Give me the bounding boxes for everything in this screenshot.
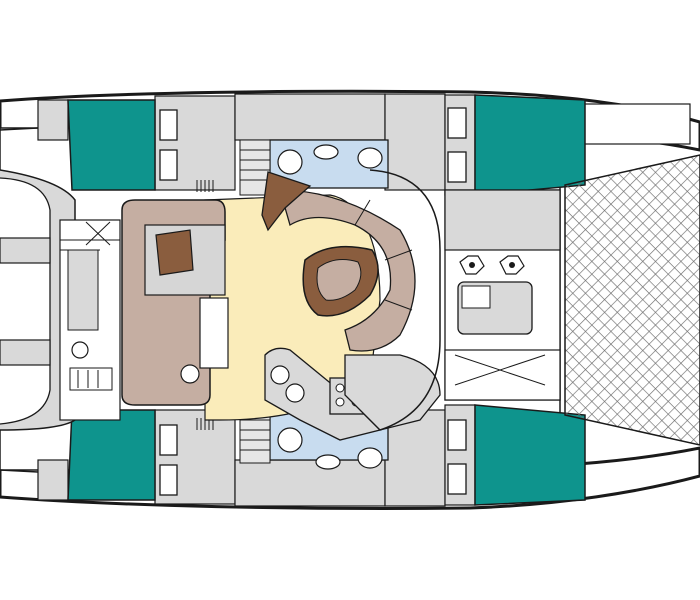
saloon-table [302,245,379,317]
stairs-port [239,139,271,196]
basin-icon [313,144,339,160]
bulkhead-curve [369,169,441,431]
hull-bow-edge-starboard [0,469,39,473]
cockpit [444,189,561,401]
corner-cabinet [261,171,312,232]
sink-icon [270,365,290,385]
toilet-icon [357,447,383,469]
vent-grilles [196,180,214,430]
berth-aft-starboard [474,404,586,506]
galley-counter [344,354,441,431]
berth-aft-port [474,94,586,196]
helm-wheel-icon [71,341,89,359]
seat-cushion [155,229,194,276]
trampoline [564,154,700,446]
sink-icon [285,383,305,403]
nav-station [121,199,229,406]
basin-icon [315,454,341,470]
helm-station [0,169,121,431]
saloon-settee [279,189,416,352]
berth-forward-port [67,99,156,191]
switch-panel [69,367,113,391]
sink-icon [277,427,303,453]
hatch-group [159,107,467,496]
head-port [269,139,389,189]
toilet-icon [357,147,383,169]
hull-bow-edge-port [0,127,39,131]
sink-icon [277,149,303,175]
berth-forward-starboard [67,409,156,501]
